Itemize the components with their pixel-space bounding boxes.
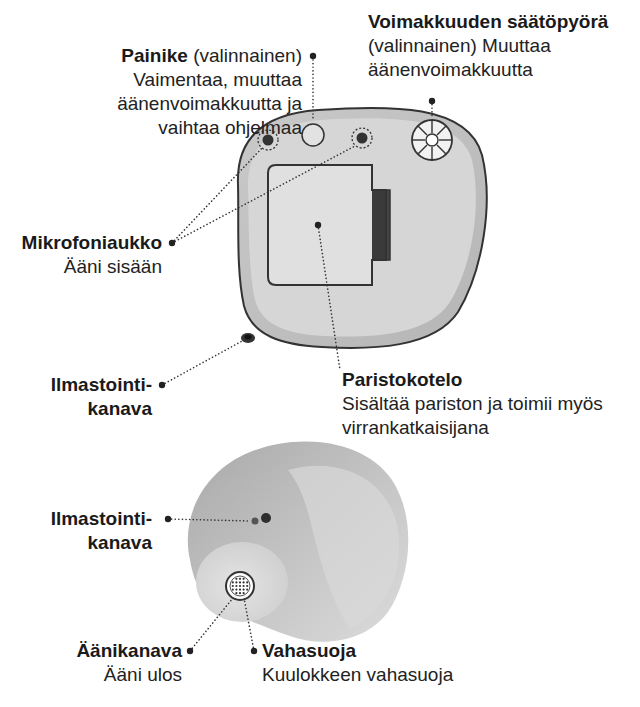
label-line: Painike(valinnainen)	[92, 44, 302, 68]
part-description: Kuulokkeen vahasuoja	[262, 664, 453, 685]
wax-guard-label: VahasuojaKuulokkeen vahasuoja	[262, 639, 562, 687]
label-line: Mikrofoniaukko	[4, 231, 162, 255]
label-line: Ääni ulos	[22, 663, 182, 687]
faceplate	[238, 108, 487, 348]
part-description: Ääni sisään	[64, 256, 162, 277]
part-name: Äänikanava	[76, 640, 182, 661]
label-line: Ilmastointi- kanava	[30, 507, 152, 555]
vent-label: Ilmastointi- kanava	[30, 507, 152, 555]
sound-outlet-label: ÄänikanavaÄäni ulos	[22, 639, 182, 687]
part-name: Voimakkuuden säätöpyörä	[368, 11, 608, 32]
label-line: Vaimentaa, muuttaa äänenvoimakkuutta ja …	[92, 68, 302, 140]
label-line: Vahasuoja	[262, 639, 562, 663]
leader-dots	[159, 53, 435, 654]
volume-wheel-label: Voimakkuuden säätöpyörä(valinnainen) Muu…	[368, 10, 583, 82]
part-name: Painike	[121, 45, 188, 66]
part-name: Vahasuoja	[262, 640, 356, 661]
label-line: Ääni sisään	[4, 255, 162, 279]
part-name: Ilmastointi- kanava	[51, 374, 152, 419]
battery-label: ParistokoteloSisältää pariston ja toimii…	[342, 368, 610, 440]
part-description: (valinnainen)	[193, 45, 302, 66]
leader-lines	[162, 60, 432, 651]
part-description: (valinnainen) Muuttaa äänenvoimakkuutta	[368, 35, 551, 80]
vent-label: Ilmastointi- kanava	[30, 373, 152, 421]
part-name: Ilmastointi- kanava	[51, 508, 152, 553]
label-line: Sisältää pariston ja toimii myös virrank…	[342, 392, 610, 440]
part-name: Paristokotelo	[342, 369, 462, 390]
label-line: (valinnainen) Muuttaa äänenvoimakkuutta	[368, 34, 583, 82]
label-line: Paristokotelo	[342, 368, 610, 392]
button-label: Painike(valinnainen)Vaimentaa, muuttaa ä…	[92, 44, 302, 140]
part-description: Sisältää pariston ja toimii myös virrank…	[342, 393, 603, 438]
label-line: Voimakkuuden säätöpyörä	[368, 10, 583, 34]
part-description: Ääni ulos	[104, 664, 182, 685]
part-description: Vaimentaa, muuttaa äänenvoimakkuutta ja …	[117, 69, 302, 138]
label-line: Ilmastointi- kanava	[30, 373, 152, 421]
microphone-label: MikrofoniaukkoÄäni sisään	[4, 231, 162, 279]
part-name: Mikrofoniaukko	[22, 232, 162, 253]
ear-shell	[188, 441, 408, 641]
label-line: Äänikanava	[22, 639, 182, 663]
label-line: Kuulokkeen vahasuoja	[262, 663, 562, 687]
